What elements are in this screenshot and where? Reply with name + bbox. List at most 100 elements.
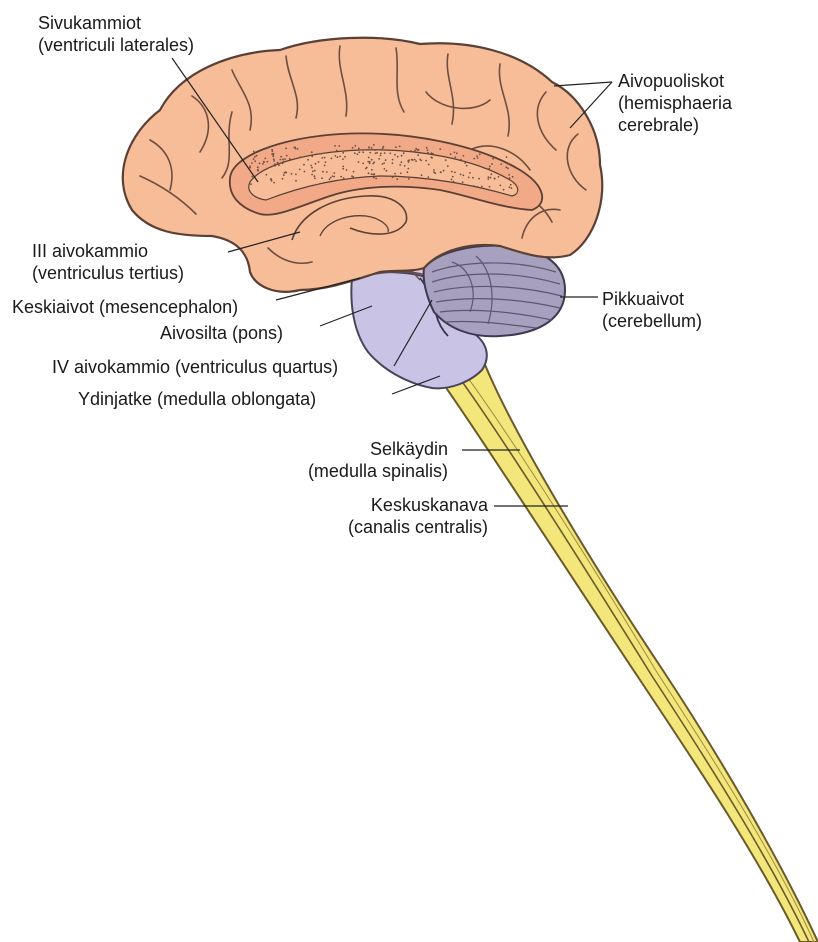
stipple-dot xyxy=(358,148,360,150)
stipple-dot xyxy=(463,155,465,157)
stipple-dot xyxy=(373,173,375,175)
label-spinal-cord: Selkäydin (medulla spinalis) xyxy=(266,438,448,482)
stipple-dot xyxy=(373,161,375,163)
label-central-canal-fi: Keskuskanava xyxy=(300,494,488,516)
stipple-dot xyxy=(271,149,273,151)
stipple-dot xyxy=(483,167,485,169)
label-hemispheres-la2: cerebrale) xyxy=(618,114,732,136)
stipple-dot xyxy=(509,186,511,188)
stipple-dot xyxy=(334,145,336,147)
stipple-dot xyxy=(389,152,391,154)
stipple-dot xyxy=(325,161,327,163)
label-spinal-cord-fi: Selkäydin xyxy=(266,438,448,460)
stipple-dot xyxy=(407,168,409,170)
stipple-dot xyxy=(333,176,335,178)
stipple-dot xyxy=(511,187,513,189)
stipple-dot xyxy=(371,159,373,161)
stipple-dot xyxy=(417,154,419,156)
stipple-dot xyxy=(343,177,345,179)
stipple-dot xyxy=(385,159,387,161)
stipple-dot xyxy=(433,171,435,173)
stipple-dot xyxy=(447,165,449,167)
stipple-dot xyxy=(394,154,396,156)
stipple-dot xyxy=(395,146,397,148)
stipple-dot xyxy=(488,176,490,178)
stipple-dot xyxy=(295,173,297,175)
stipple-dot xyxy=(510,184,512,186)
stipple-dot xyxy=(371,169,373,171)
stipple-dot xyxy=(375,152,377,154)
stipple-dot xyxy=(338,145,340,147)
stipple-dot xyxy=(254,160,256,162)
stipple-dot xyxy=(491,163,493,165)
stipple-dot xyxy=(392,176,394,178)
stipple-dot xyxy=(284,158,286,160)
stipple-dot xyxy=(282,158,284,160)
stipple-dot xyxy=(358,151,360,153)
stipple-dot xyxy=(410,150,412,152)
spinal-cord xyxy=(428,352,818,942)
stipple-dot xyxy=(373,144,375,146)
stipple-dot xyxy=(408,161,410,163)
stipple-dot xyxy=(283,174,285,176)
stipple-dot xyxy=(340,176,342,178)
stipple-dot xyxy=(316,153,318,155)
stipple-dot xyxy=(508,174,510,176)
stipple-dot xyxy=(473,158,475,160)
stipple-dot xyxy=(453,181,455,183)
stipple-dot xyxy=(425,160,427,162)
stipple-dot xyxy=(342,158,344,160)
stipple-dot xyxy=(368,157,370,159)
stipple-dot xyxy=(254,156,256,158)
stipple-dot xyxy=(427,152,429,154)
stipple-dot xyxy=(384,152,386,154)
stipple-dot xyxy=(421,174,423,176)
stipple-dot xyxy=(490,177,492,179)
stipple-dot xyxy=(332,175,334,177)
label-medulla: Ydinjatke (medulla oblongata) xyxy=(78,388,316,410)
stipple-dot xyxy=(324,165,326,167)
label-hemispheres-la1: (hemisphaeria xyxy=(618,92,732,114)
stipple-dot xyxy=(314,175,316,177)
stipple-dot xyxy=(384,168,386,170)
stipple-dot xyxy=(400,172,402,174)
stipple-dot xyxy=(299,169,301,171)
stipple-dot xyxy=(330,177,332,179)
stipple-dot xyxy=(500,163,502,165)
stipple-dot xyxy=(399,146,401,148)
stipple-dot xyxy=(304,171,306,173)
label-third-ventricle: III aivokammio (ventriculus tertius) xyxy=(32,240,184,284)
label-pons: Aivosilta (pons) xyxy=(160,322,283,344)
stipple-dot xyxy=(373,177,375,179)
stipple-dot xyxy=(462,181,464,183)
stipple-dot xyxy=(492,158,494,160)
label-midbrain: Keskiaivot (mesencephalon) xyxy=(12,296,238,318)
stipple-dot xyxy=(368,172,370,174)
stipple-dot xyxy=(311,174,313,176)
stipple-dot xyxy=(507,167,509,169)
stipple-dot xyxy=(472,177,474,179)
stipple-dot xyxy=(282,163,284,165)
stipple-dot xyxy=(395,175,397,177)
stipple-dot xyxy=(407,171,409,173)
stipple-dot xyxy=(396,178,398,180)
stipple-dot xyxy=(440,171,442,173)
stipple-dot xyxy=(339,156,341,158)
stipple-dot xyxy=(494,178,496,180)
stipple-dot xyxy=(489,186,491,188)
stipple-dot xyxy=(253,158,255,160)
stipple-dot xyxy=(354,145,356,147)
stipple-dot xyxy=(277,163,279,165)
stipple-dot xyxy=(289,158,291,160)
stipple-dot xyxy=(303,164,305,166)
label-third-ventricle-fi: III aivokammio xyxy=(32,240,184,262)
stipple-dot xyxy=(489,166,491,168)
stipple-dot xyxy=(314,177,316,179)
stipple-dot xyxy=(487,178,489,180)
stipple-dot xyxy=(311,167,313,169)
label-cerebellum: Pikkuaivot (cerebellum) xyxy=(602,288,702,332)
stipple-dot xyxy=(295,180,297,182)
stipple-dot xyxy=(386,170,388,172)
label-central-canal: Keskuskanava (canalis centralis) xyxy=(300,494,488,538)
stipple-dot xyxy=(291,173,293,175)
